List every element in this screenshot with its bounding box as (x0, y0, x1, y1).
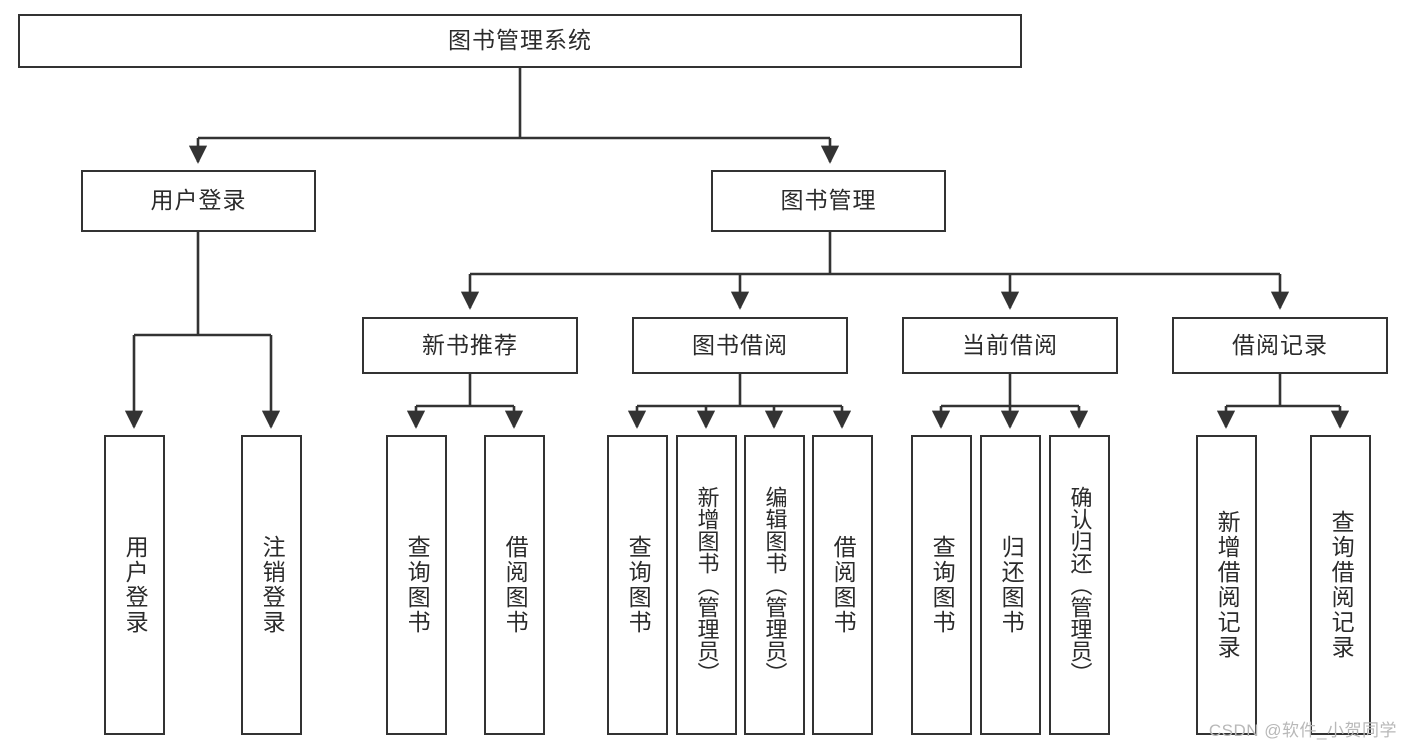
node-book-management[interactable]: 图书管理 (711, 170, 946, 232)
node-leaf-edit-book-admin[interactable]: 编辑图书（管理员） (744, 435, 805, 735)
node-leaf-add-borrow-record[interactable]: 新增借阅记录 (1196, 435, 1257, 735)
node-root-book-management-system[interactable]: 图书管理系统 (18, 14, 1022, 68)
node-book-borrowing[interactable]: 图书借阅 (632, 317, 848, 374)
node-new-book-recommendation[interactable]: 新书推荐 (362, 317, 578, 374)
node-leaf-add-book-admin[interactable]: 新增图书（管理员） (676, 435, 737, 735)
node-leaf-borrow-book[interactable]: 借阅图书 (812, 435, 873, 735)
node-leaf-query-book-borrow[interactable]: 查询图书 (607, 435, 668, 735)
node-current-borrowing[interactable]: 当前借阅 (902, 317, 1118, 374)
node-user-login[interactable]: 用户登录 (81, 170, 316, 232)
node-leaf-borrow-book-new[interactable]: 借阅图书 (484, 435, 545, 735)
csdn-watermark: CSDN @软件_小贺同学 (1208, 721, 1397, 740)
node-leaf-user-login[interactable]: 用户登录 (104, 435, 165, 735)
node-borrowing-records[interactable]: 借阅记录 (1172, 317, 1388, 374)
node-leaf-query-book-new[interactable]: 查询图书 (386, 435, 447, 735)
node-leaf-return-book[interactable]: 归还图书 (980, 435, 1041, 735)
node-leaf-query-book-current[interactable]: 查询图书 (911, 435, 972, 735)
node-leaf-query-borrow-record[interactable]: 查询借阅记录 (1310, 435, 1371, 735)
node-leaf-logout[interactable]: 注销登录 (241, 435, 302, 735)
node-leaf-confirm-return-admin[interactable]: 确认归还（管理员） (1049, 435, 1110, 735)
